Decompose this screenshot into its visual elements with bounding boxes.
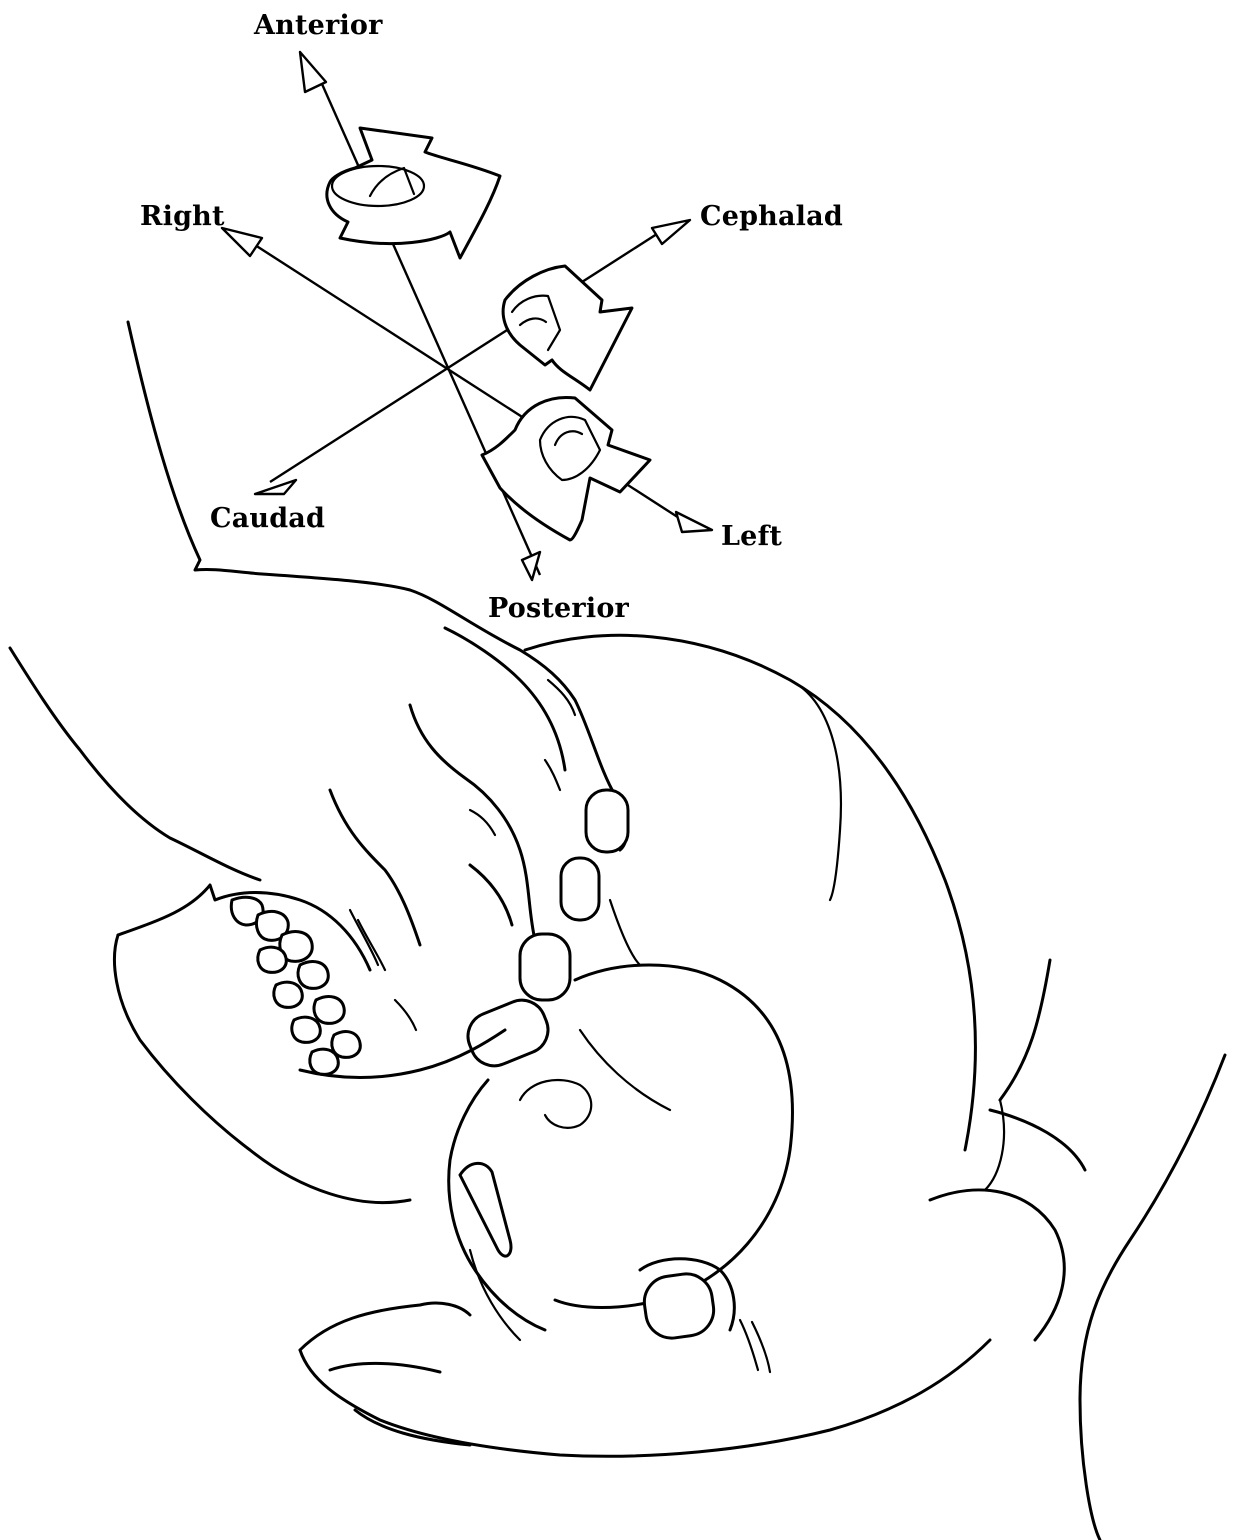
- teeth: [229, 895, 362, 1076]
- nail-2: [559, 856, 601, 922]
- cephalad-arrowhead: [650, 218, 692, 246]
- upper-hand: [8, 320, 630, 1068]
- fetal-ear: [518, 1078, 593, 1129]
- rotation-arrow-left: [480, 395, 652, 542]
- forceps-blade: [458, 1161, 522, 1342]
- fetal-head: [112, 633, 977, 1332]
- nail-4: [466, 998, 550, 1068]
- orientation-axes: [220, 50, 714, 582]
- label-posterior: Posterior: [488, 593, 630, 624]
- cephalad-caudad-axis: [269, 230, 661, 484]
- right-arrowhead: [220, 226, 264, 258]
- label-left: Left: [721, 521, 782, 552]
- thumb-nail: [642, 1272, 716, 1340]
- lower-hand: [298, 958, 1227, 1540]
- posterior-arrowhead: [520, 550, 542, 582]
- nail-1: [584, 788, 630, 854]
- label-anterior: Anterior: [253, 10, 383, 41]
- rotation-arrow-cephalad: [501, 264, 634, 392]
- left-arrowhead: [674, 510, 714, 534]
- nail-3: [518, 932, 572, 1002]
- label-cephalad: Cephalad: [700, 201, 843, 232]
- label-right: Right: [140, 201, 225, 232]
- anterior-arrowhead: [298, 50, 328, 94]
- caudad-arrowhead: [253, 478, 298, 496]
- rotation-arrow-anterior: [325, 126, 502, 260]
- label-caudad: Caudad: [210, 503, 325, 534]
